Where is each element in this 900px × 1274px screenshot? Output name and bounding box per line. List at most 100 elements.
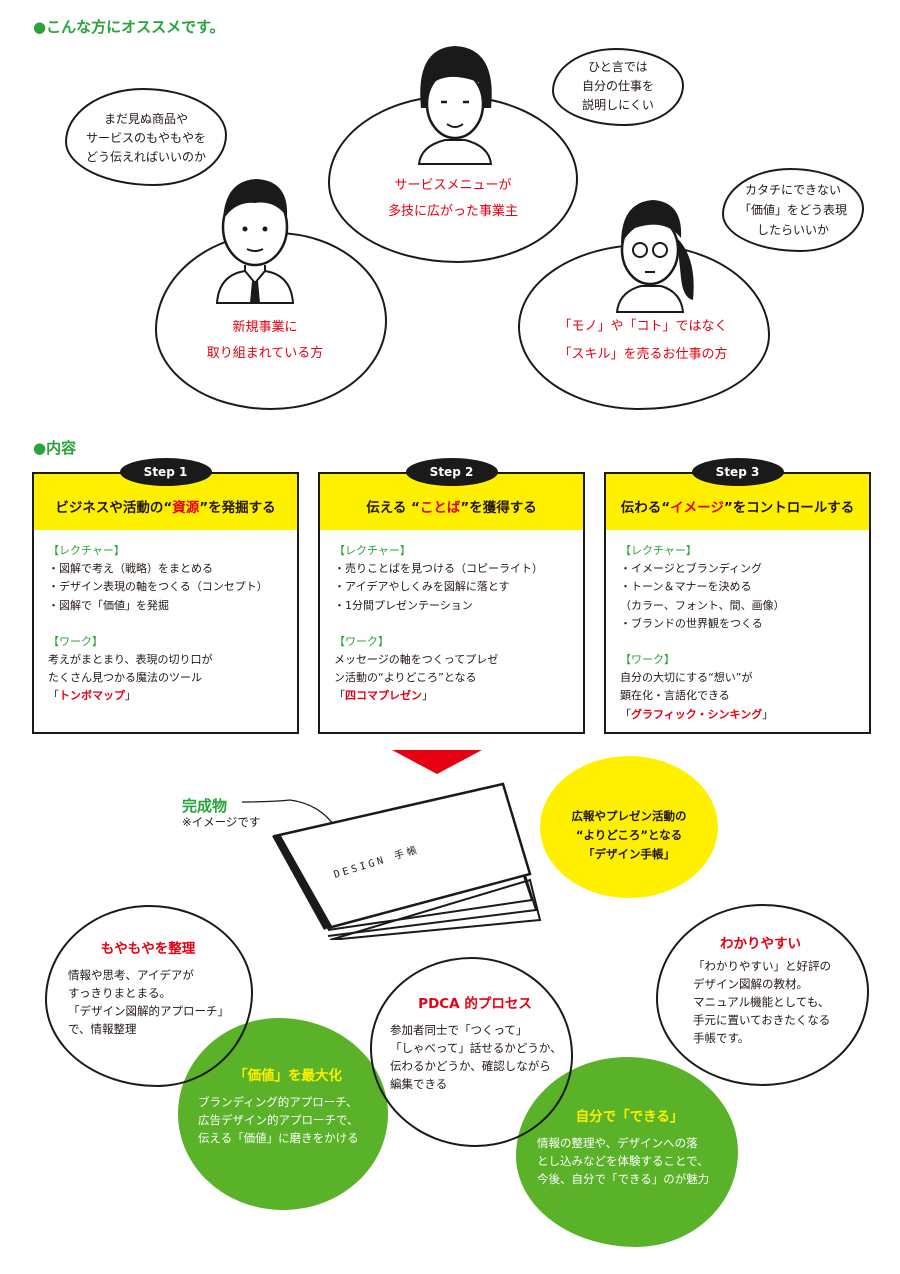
title-emphasis: 資源 xyxy=(172,500,200,516)
title-emphasis: ことば xyxy=(419,500,461,516)
step-badge: Step 1 xyxy=(119,458,212,486)
benefit-line: 情報の整理や、デザインへの落 xyxy=(537,1136,698,1150)
benefit-line: 編集できる xyxy=(390,1077,448,1091)
bubble-line: 自分の仕事を xyxy=(581,79,654,93)
work-tool: 「トンボマップ」 xyxy=(48,689,136,703)
lecture-item: ・ブランドの世界観をつくる xyxy=(620,616,763,630)
callout-text: 広報やプレゼン活動の “よりどころ”となる 「デザイン手帳」 xyxy=(540,807,718,864)
benefit-line: で、情報整理 xyxy=(68,1022,137,1036)
speech-bubble-2 xyxy=(552,48,684,126)
contents-heading: ●内容 xyxy=(33,439,77,457)
persona-text-3: 「モノ」や「コト」ではなく 「スキル」を売るお仕事の方 xyxy=(518,313,768,369)
persona-line: 「モノ」や「コト」ではなく xyxy=(558,319,728,334)
lecture-item: ・トーン＆マナーを決める xyxy=(620,580,752,594)
work-line: 顕在化・言語化できる xyxy=(620,689,730,703)
benefit-title: 「価値」を最大化 xyxy=(234,1068,342,1084)
step-badge: Step 2 xyxy=(405,458,498,486)
benefit-line: 情報や思考、アイデアが xyxy=(68,968,194,982)
bubble-line: 「価値」をどう表現 xyxy=(738,203,847,217)
benefit-text-1: もやもやを整理 情報や思考、アイデアが すっきりまとまる。 「デザイン図解的アプ… xyxy=(68,940,248,1038)
benefit-text-2: 「価値」を最大化 ブランディング的アプローチ、 広告デザイン的アプローチで、 伝… xyxy=(198,1067,378,1147)
work-label: 【ワーク】 xyxy=(334,634,389,648)
speech-bubble-1 xyxy=(65,88,227,186)
benefit-line: 手帳です。 xyxy=(693,1031,750,1045)
work-label: 【ワーク】 xyxy=(620,653,675,667)
benefit-title: わかりやすい xyxy=(720,936,801,952)
bubble-line: まだ見ぬ商品や xyxy=(103,112,188,126)
title-part: 伝える “ xyxy=(366,500,420,516)
speech-text-2: ひと言では 自分の仕事を 説明しにくい xyxy=(552,58,684,115)
work-label: 【ワーク】 xyxy=(48,634,103,648)
title-part: 伝わる“ xyxy=(620,500,671,516)
down-arrow-icon xyxy=(392,750,482,774)
title-emphasis: イメージ xyxy=(670,500,724,516)
lecture-label: 【レクチャー】 xyxy=(48,544,125,557)
persona-text-2: サービスメニューが 多技に広がった事業主 xyxy=(338,173,568,225)
lecture-item: ・図解で「価値」を発掘 xyxy=(48,598,169,612)
speech-bubble-3 xyxy=(722,168,864,252)
callout-ellipse xyxy=(540,756,718,898)
benefit-line: 伝える「価値」に磨きをかける xyxy=(198,1131,359,1145)
woman-illustration xyxy=(417,46,493,165)
step-card-1: Step 1 ビジネスや活動の“資源”を発掘する 【レクチャー】 ・図解で考え（… xyxy=(32,458,299,734)
work-tool: 「四コマプレゼン」 xyxy=(334,689,433,703)
notebook-illustration: DESIGN 手帳 xyxy=(241,782,542,940)
benefit-line: 伝わるかどうか、確認しながら xyxy=(390,1059,551,1073)
tool-name: 四コマプレゼン xyxy=(345,689,422,703)
benefit-line: 「わかりやすい」と好評の xyxy=(693,959,831,973)
benefit-circle-2 xyxy=(178,1018,388,1210)
benefit-title: 自分で「できる」 xyxy=(575,1109,684,1125)
benefit-text-3: PDCA 的プロセス 参加者同士で「つくって」 「しゃべって」話せるかどうか、 … xyxy=(390,995,570,1093)
benefit-line: ブランディング的アプローチ、 xyxy=(198,1095,358,1109)
benefit-title: PDCA 的プロセス xyxy=(418,996,532,1012)
work-line: ン活動の“よりどころ”となる xyxy=(334,671,477,685)
benefit-text-5: 自分で「できる」 情報の整理や、デザインへの落 とし込みなどを体験することで、 … xyxy=(537,1108,722,1188)
step-badge: Step 3 xyxy=(691,458,784,486)
persona-line: 新規事業に xyxy=(232,320,298,335)
lecture-item: （カラー、フォント、間、画像） xyxy=(620,598,785,612)
man-illustration xyxy=(215,179,295,304)
persona-circle-1 xyxy=(155,232,387,410)
benefit-line: 広告デザイン的アプローチで、 xyxy=(198,1113,359,1127)
benefit-line: 「しゃべって」話せるかどうか、 xyxy=(390,1041,562,1055)
title-part: ビジネスや活動の“ xyxy=(55,500,173,516)
work-tool: 「グラフィック・シンキング」 xyxy=(620,707,774,721)
step-card-3: Step 3 伝わる“イメージ”をコントロールする 【レクチャー】 ・イメージと… xyxy=(604,458,871,734)
benefit-line: 「デザイン図解的アプローチ」 xyxy=(68,1004,229,1018)
speech-text-3: カタチにできない 「価値」をどう表現 したらいいか xyxy=(722,180,864,240)
benefit-line: すっきりまとまる。 xyxy=(68,986,172,1000)
benefit-line: 手元に置いておきたくなる xyxy=(693,1013,831,1027)
benefit-line: デザイン図解の教材。 xyxy=(693,977,808,991)
work-line: メッセージの軸をつくってプレゼ xyxy=(334,653,499,667)
product-label: 完成物 xyxy=(182,797,228,815)
callout-line: “よりどころ”となる xyxy=(575,828,683,842)
benefit-line: 今後、自分で「できる」のが魅力 xyxy=(537,1172,710,1186)
persona-line: 「スキル」を売るお仕事の方 xyxy=(558,347,728,362)
lecture-item: ・図解で考え（戦略）をまとめる xyxy=(48,562,213,576)
benefit-line: マニュアル機能としても、 xyxy=(693,995,830,1009)
work-line: たくさん見つかる魔法のツール xyxy=(48,671,202,685)
bubble-line: ひと言では xyxy=(588,60,648,74)
benefit-line: とし込みなどを体験することで、 xyxy=(537,1154,709,1168)
persona-line: 多技に広がった事業主 xyxy=(387,204,518,219)
speech-text-1: まだ見ぬ商品や サービスのもやもやを どう伝えればいいのか xyxy=(65,110,227,167)
lecture-item: ・デザイン表現の軸をつくる（コンセプト） xyxy=(48,580,268,594)
title-part: ”をコントロールする xyxy=(723,500,855,516)
persona-line: 取り組まれている方 xyxy=(206,346,324,361)
work-line: 考えがまとまり、表現の切り口が xyxy=(48,653,213,667)
bubble-line: したらいいか xyxy=(756,223,829,237)
callout-line: 広報やプレゼン活動の xyxy=(571,809,687,823)
lecture-item: ・1分間プレゼンテーション xyxy=(334,598,473,612)
lecture-item: ・アイデアやしくみを図解に落とす xyxy=(334,580,510,594)
recommend-heading: ●こんな方にオススメです。 xyxy=(33,18,225,36)
title-part: ”を獲得する xyxy=(460,500,537,516)
title-part: ”を発掘する xyxy=(199,500,276,516)
step-title: 伝わる“イメージ”をコントロールする xyxy=(606,474,869,530)
tool-name: グラフィック・シンキング xyxy=(631,707,763,721)
product-note: ※イメージです xyxy=(182,815,261,829)
benefit-line: 参加者同士で「つくって」 xyxy=(390,1023,528,1037)
persona-line: サービスメニューが xyxy=(394,178,512,193)
glasses-woman-illustration xyxy=(615,200,694,313)
tool-name: トンボマップ xyxy=(59,689,125,703)
callout-line: 「デザイン手帳」 xyxy=(583,847,675,861)
